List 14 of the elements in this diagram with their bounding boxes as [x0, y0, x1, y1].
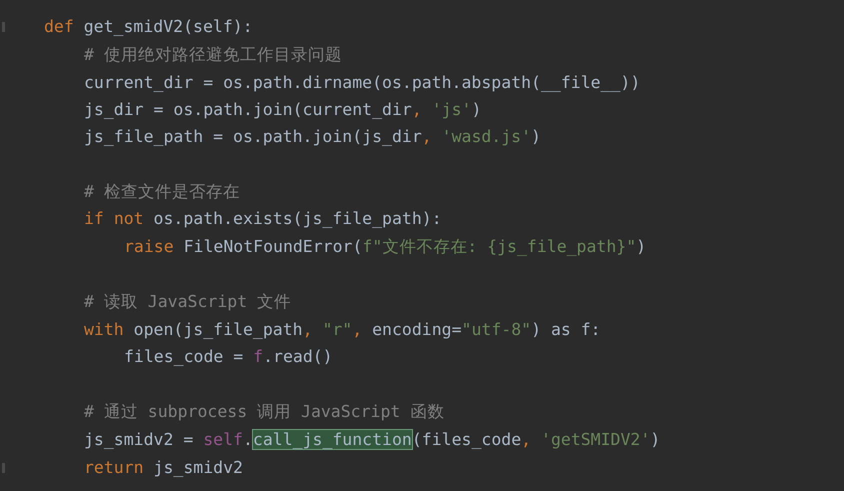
code-comment: # 通过 subprocess 调用 JavaScript 函数 [84, 401, 444, 423]
code-line: if not os.path.exists(js_file_path): [84, 208, 442, 230]
code-line: return js_smidv2 [84, 457, 243, 479]
code-line: with open(js_file_path, "r", encoding="utf-8") as f: [84, 319, 601, 341]
code-line: js_file_path = os.path.join(js_dir, 'wasd.js') [84, 126, 541, 148]
code-line: js_dir = os.path.join(current_dir, 'js') [84, 99, 482, 121]
code-line: files_code = f.read() [124, 346, 333, 368]
code-line: raise FileNotFoundError(f"文件不存在: {js_file_path}") [124, 236, 646, 258]
code-comment: # 使用绝对路径避免工作目录问题 [84, 44, 342, 66]
code-line: current_dir = os.path.dirname(os.path.abspath(__file__)) [84, 72, 640, 94]
code-line: def get_smidV2(self): [44, 16, 253, 38]
code-comment: # 检查文件是否存在 [84, 181, 240, 203]
code-line: js_smidv2 = self.call_js_function(files_code, 'getSMIDV2') [84, 429, 660, 451]
code-comment: # 读取 JavaScript 文件 [84, 291, 292, 313]
